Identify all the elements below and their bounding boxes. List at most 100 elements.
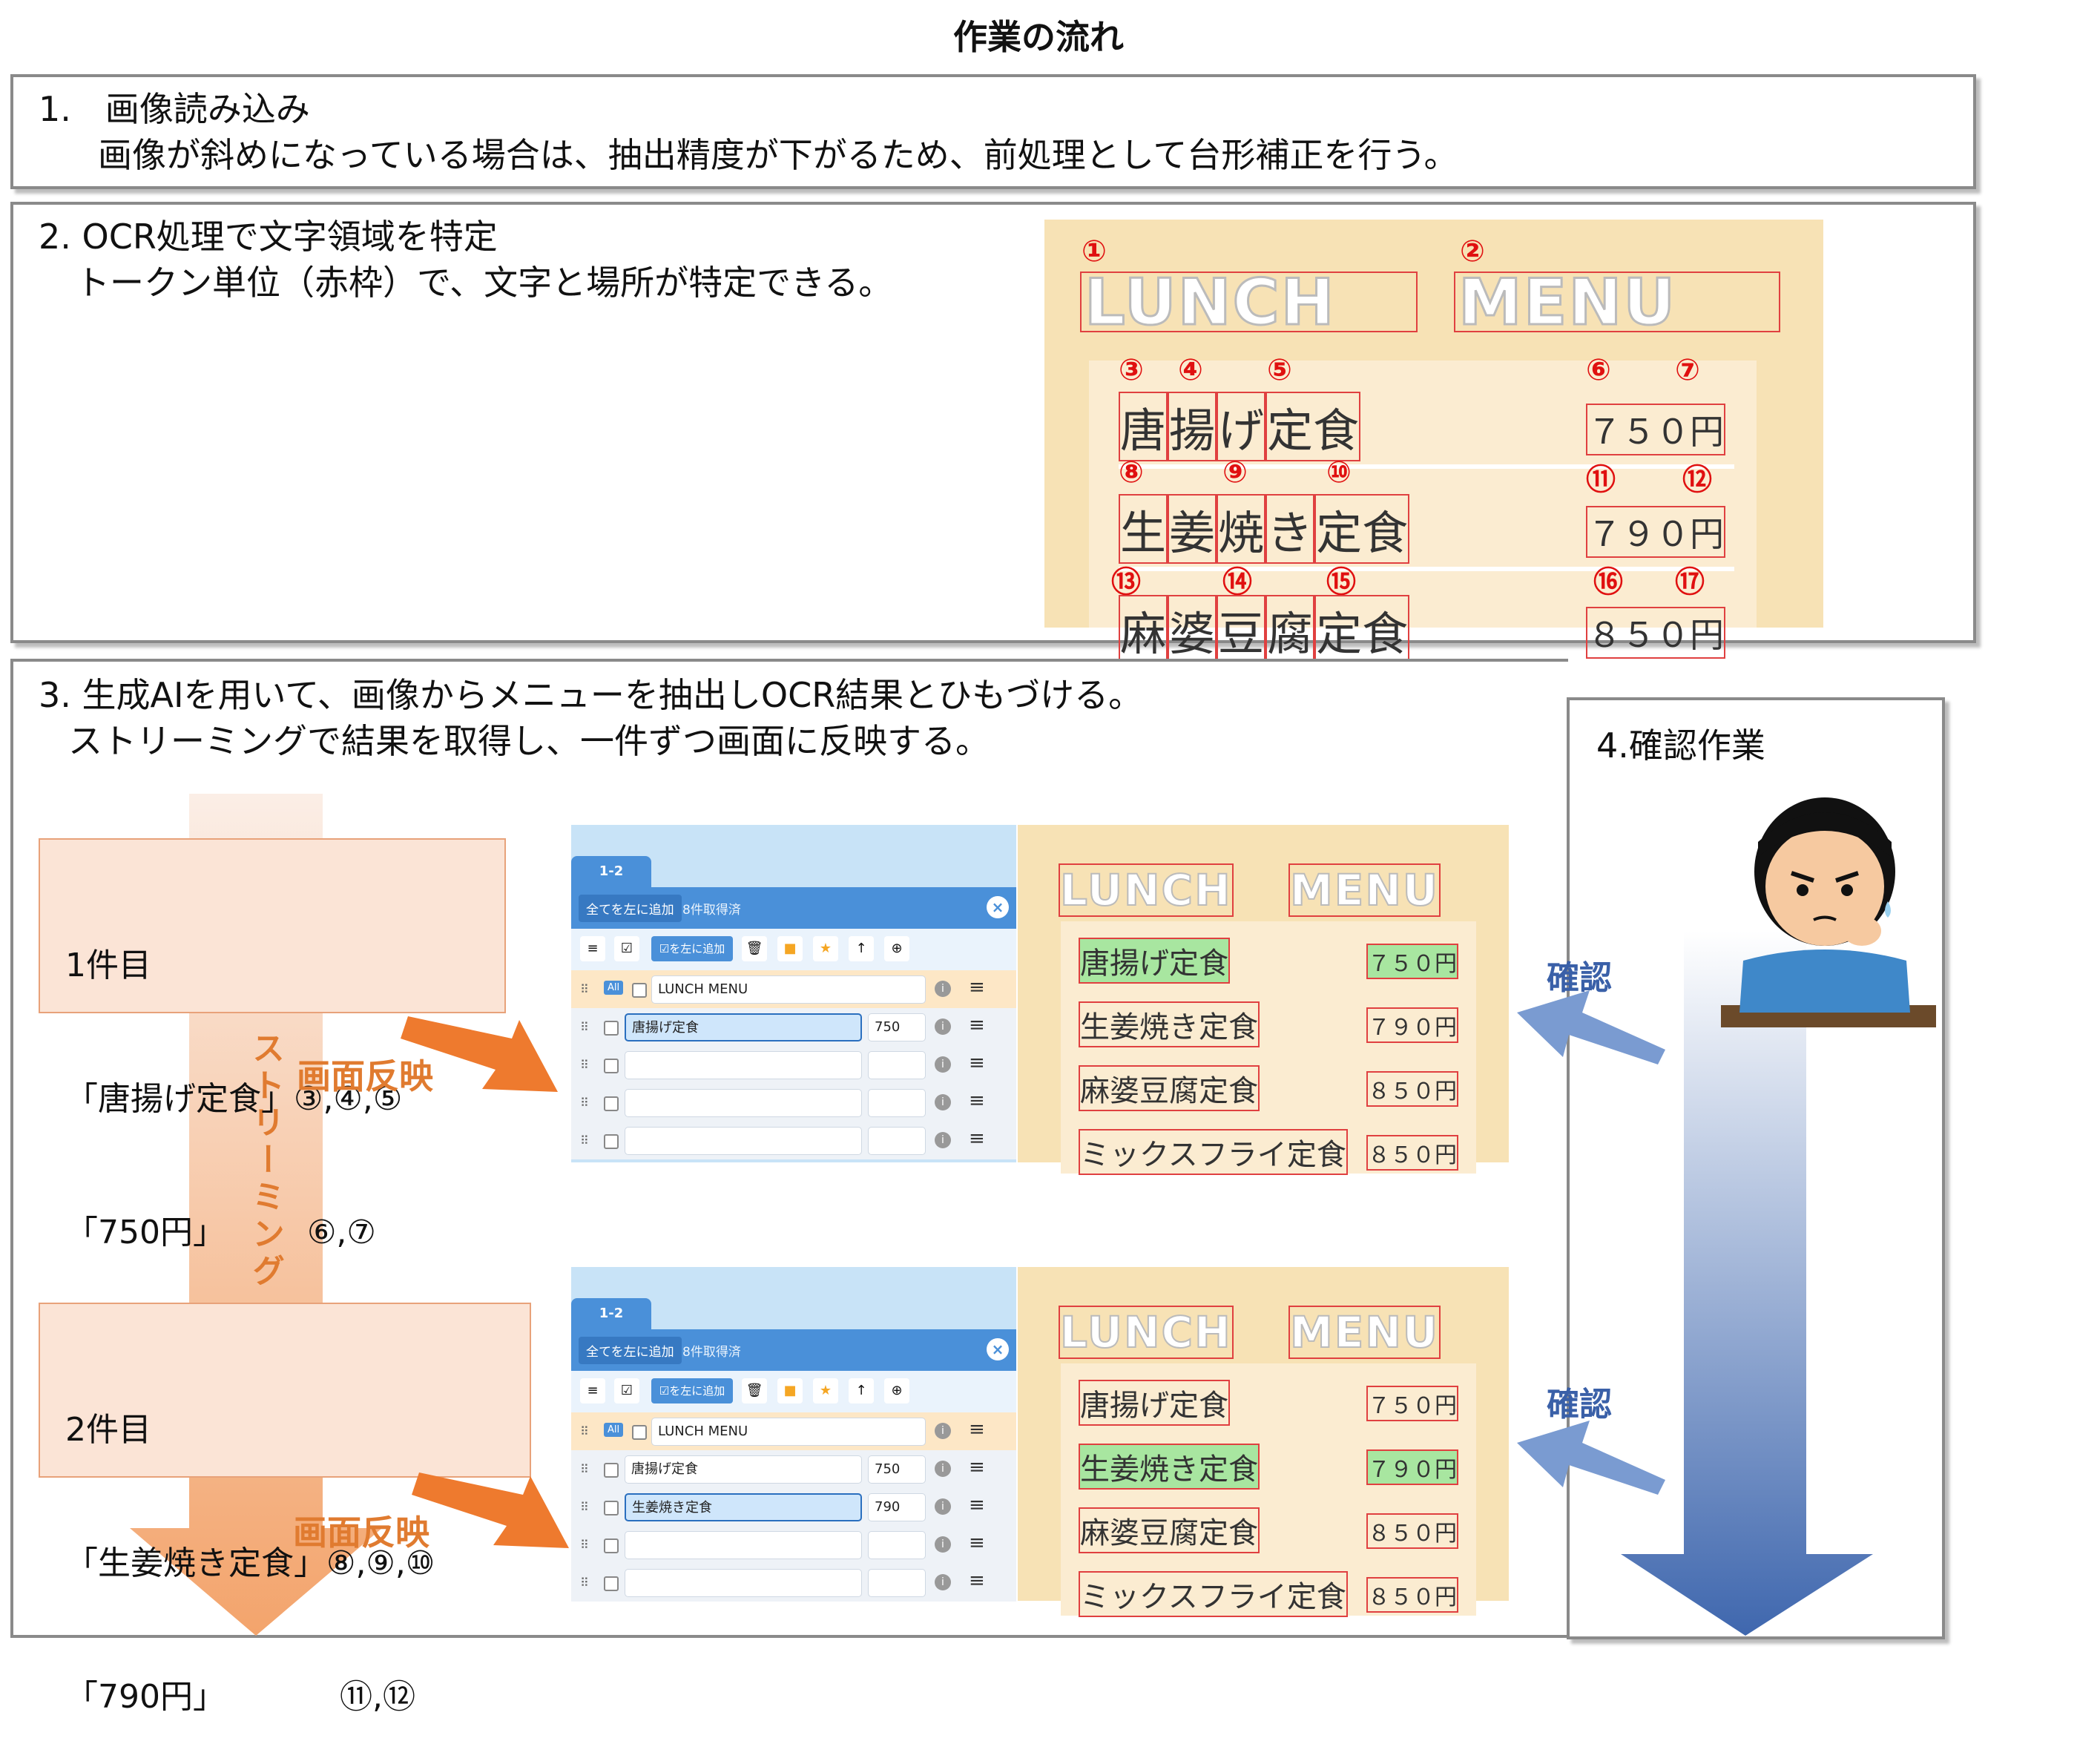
info-icon[interactable]: i (935, 1461, 951, 1477)
drag-handle-icon[interactable]: ⠿ (580, 1096, 589, 1110)
info-icon[interactable]: i (935, 1018, 951, 1035)
row-menu-icon[interactable]: ≡ (969, 1090, 985, 1112)
check-label-1: 確認 (1547, 959, 1612, 997)
header-name-field[interactable]: LUNCH MENU (651, 1418, 926, 1446)
square-icon[interactable]: ■ (777, 1378, 803, 1403)
row-menu-icon[interactable]: ≡ (969, 1128, 985, 1150)
all-badge[interactable]: All (604, 981, 624, 995)
up-arrow-icon[interactable]: ↑ (849, 1378, 874, 1403)
close-icon[interactable]: × (987, 896, 1009, 918)
info-icon[interactable]: i (935, 1056, 951, 1073)
row-checkbox[interactable] (604, 1096, 619, 1111)
row-checkbox[interactable] (632, 983, 647, 998)
drag-handle-icon[interactable]: ⠿ (580, 1500, 589, 1514)
item-price-field[interactable] (868, 1127, 926, 1155)
drag-handle-icon[interactable]: ⠿ (580, 1462, 589, 1476)
item-name-field[interactable]: 生姜焼き定食 (625, 1493, 862, 1521)
info-icon[interactable]: i (935, 1423, 951, 1439)
drag-handle-icon[interactable]: ⠿ (580, 982, 589, 996)
item-name-field[interactable] (625, 1569, 862, 1597)
row-menu-icon[interactable]: ≡ (969, 1456, 985, 1478)
menu-icon[interactable]: ≡ (580, 936, 605, 961)
tab-1-2[interactable]: 1-2 (571, 1298, 651, 1329)
menu-item: 生姜焼き定食 (1079, 1001, 1260, 1047)
row-menu-icon[interactable]: ≡ (969, 1494, 985, 1516)
info-icon[interactable]: i (935, 1132, 951, 1148)
tab-1-2[interactable]: 1-2 (571, 856, 651, 887)
ocr-box: げ (1217, 392, 1266, 461)
row-checkbox[interactable] (604, 1134, 619, 1149)
menu-price: ７５０円 (1366, 1386, 1458, 1421)
check-arrow-1 (1517, 990, 1665, 1064)
add-checked-left-button[interactable]: ☑を左に追加 (651, 1378, 733, 1403)
menu-text: 姜 (1110, 1010, 1139, 1044)
ocr-number: ⑦ (1675, 353, 1700, 387)
row-checkbox[interactable] (604, 1538, 619, 1553)
checkbox-icon[interactable]: ☑ (614, 936, 639, 961)
reflect-label-1: 画面反映 (297, 1056, 433, 1096)
plus-icon[interactable]: ⊕ (884, 1378, 909, 1403)
all-badge[interactable]: All (604, 1423, 624, 1437)
add-checked-left-button[interactable]: ☑を左に追加 (651, 936, 733, 961)
item-price-field[interactable] (868, 1531, 926, 1559)
item-price-field[interactable]: 750 (868, 1455, 926, 1484)
row-menu-icon[interactable]: ≡ (969, 1532, 985, 1554)
ocr-number: ① (1082, 234, 1107, 269)
up-arrow-icon[interactable]: ↑ (849, 936, 874, 961)
item-name-field[interactable] (625, 1051, 862, 1079)
row-checkbox[interactable] (604, 1501, 619, 1515)
item-name-field[interactable]: 唐揚げ定食 (625, 1455, 862, 1484)
row-menu-icon[interactable]: ≡ (969, 1014, 985, 1036)
row-menu-icon[interactable]: ≡ (969, 1052, 985, 1074)
header-name-field[interactable]: LUNCH MENU (651, 975, 926, 1004)
table-row: ⠿ i ≡ (571, 1046, 1016, 1084)
close-icon[interactable]: × (987, 1338, 1009, 1360)
item-price-field[interactable]: 750 (868, 1013, 926, 1041)
info-icon[interactable]: i (935, 981, 951, 997)
row-menu-icon[interactable]: ≡ (969, 976, 985, 998)
star-icon[interactable]: ★ (813, 1378, 838, 1403)
trash-icon[interactable]: 🗑 (742, 1378, 767, 1403)
add-all-left-button[interactable]: 全てを左に追加 (579, 1337, 682, 1364)
table-row: ⠿ i ≡ (571, 1564, 1016, 1602)
menu-text: 定食 (1286, 1580, 1346, 1614)
info-icon[interactable]: i (935, 1574, 951, 1590)
row-checkbox[interactable] (604, 1463, 619, 1478)
info-icon[interactable]: i (935, 1498, 951, 1515)
ocr-box: 焼 (1217, 494, 1266, 564)
drag-handle-icon[interactable]: ⠿ (580, 1133, 589, 1148)
drag-handle-icon[interactable]: ⠿ (580, 1020, 589, 1034)
checkbox-icon[interactable]: ☑ (614, 1378, 639, 1403)
info-icon[interactable]: i (935, 1094, 951, 1110)
row-checkbox[interactable] (604, 1059, 619, 1073)
square-icon[interactable]: ■ (777, 936, 803, 961)
item2-line1: 「生姜焼き定食」⑧,⑨,⑩ (65, 1544, 435, 1582)
item-name-field[interactable] (625, 1127, 862, 1155)
drag-handle-icon[interactable]: ⠿ (580, 1576, 589, 1590)
ocr-number: ⑬ (1111, 565, 1141, 599)
star-icon[interactable]: ★ (813, 936, 838, 961)
item-name-field[interactable]: 唐揚げ定食 (625, 1013, 862, 1041)
row-checkbox[interactable] (604, 1576, 619, 1591)
drag-handle-icon[interactable]: ⠿ (580, 1058, 589, 1072)
row-checkbox[interactable] (632, 1425, 647, 1440)
menu-icon[interactable]: ≡ (580, 1378, 605, 1403)
drag-handle-icon[interactable]: ⠿ (580, 1424, 589, 1438)
add-all-left-button[interactable]: 全てを左に追加 (579, 895, 682, 922)
item-name-field[interactable] (625, 1531, 862, 1559)
item-price-field[interactable] (868, 1569, 926, 1597)
plus-icon[interactable]: ⊕ (884, 936, 909, 961)
row-menu-icon[interactable]: ≡ (969, 1570, 985, 1592)
info-icon[interactable]: i (935, 1536, 951, 1553)
item-price-field[interactable] (868, 1089, 926, 1117)
item-price-field[interactable]: 790 (868, 1493, 926, 1521)
item-name-field[interactable] (625, 1089, 862, 1117)
row-menu-icon[interactable]: ≡ (969, 1418, 985, 1441)
trash-icon[interactable]: 🗑 (742, 936, 767, 961)
drag-handle-icon[interactable]: ⠿ (580, 1538, 589, 1552)
menu-text: 揚 (1110, 947, 1139, 981)
ocr-box: 定食 (1265, 392, 1361, 461)
item-price-field[interactable] (868, 1051, 926, 1079)
row-checkbox[interactable] (604, 1021, 619, 1036)
menu-item: 麻婆豆腐定食 (1079, 1065, 1260, 1111)
